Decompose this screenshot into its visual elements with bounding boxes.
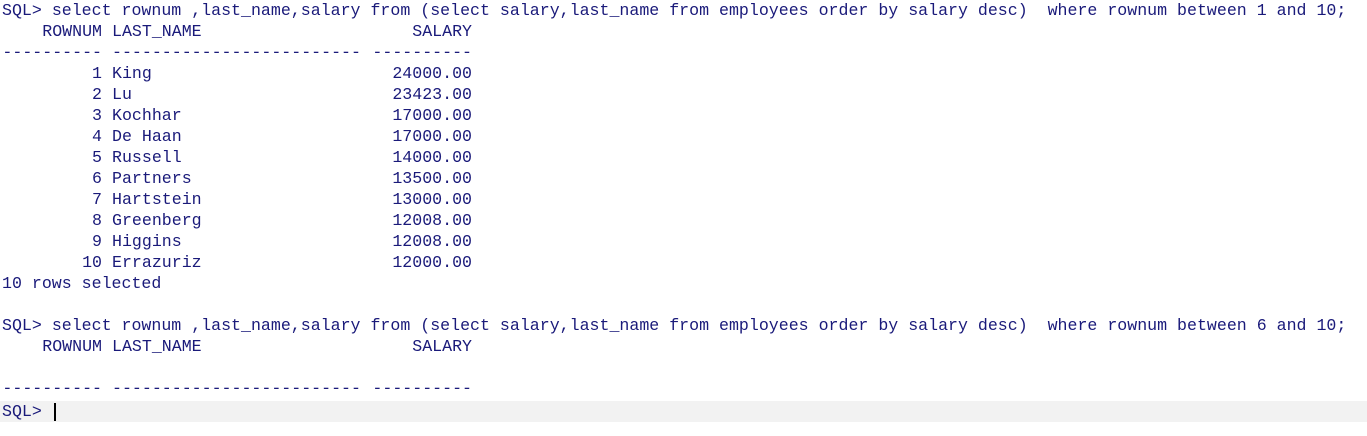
cell-last-name: Greenberg <box>112 211 202 230</box>
column-header-rownum: ROWNUM <box>42 22 102 41</box>
table-row: 3 Kochhar 17000.00 <box>0 105 1367 126</box>
sql-console: SQL> select rownum ,last_name,salary fro… <box>0 0 1367 399</box>
cell-salary: 17000.00 <box>392 106 472 125</box>
table-row: 4 De Haan 17000.00 <box>0 126 1367 147</box>
cell-salary: 17000.00 <box>392 127 472 146</box>
cell-salary: 12008.00 <box>392 211 472 230</box>
separator-rownum: ---------- <box>2 43 102 62</box>
cell-salary: 23423.00 <box>392 85 472 104</box>
prompt-label: SQL> <box>2 1 42 20</box>
prompt-label: SQL> <box>2 402 42 421</box>
header-separator: ---------- -----------------------------… <box>0 378 1367 399</box>
text-cursor <box>53 402 56 421</box>
cell-last-name: Russell <box>112 148 182 167</box>
table-row: 2 Lu 23423.00 <box>0 84 1367 105</box>
command-line-1: SQL> select rownum ,last_name,salary fro… <box>0 0 1367 21</box>
cell-rownum: 1 <box>92 64 102 83</box>
cell-last-name: Lu <box>112 85 132 104</box>
cell-rownum: 10 <box>82 253 102 272</box>
cell-last-name: Higgins <box>112 232 182 251</box>
cell-salary: 24000.00 <box>392 64 472 83</box>
cell-last-name: De Haan <box>112 127 182 146</box>
cell-last-name: Kochhar <box>112 106 182 125</box>
active-prompt-line[interactable]: SQL> <box>0 401 1367 422</box>
column-header-rownum: ROWNUM <box>42 337 102 356</box>
cell-last-name: Partners <box>112 169 192 188</box>
cell-salary: 12000.00 <box>392 253 472 272</box>
cell-rownum: 3 <box>92 106 102 125</box>
column-header-salary: SALARY <box>412 22 472 41</box>
cell-rownum: 5 <box>92 148 102 167</box>
header-separator: ---------- -----------------------------… <box>0 42 1367 63</box>
table-header: ROWNUM LAST_NAME SALARY <box>0 336 1367 357</box>
cell-rownum: 6 <box>92 169 102 188</box>
column-header-last-name: LAST_NAME <box>112 337 202 356</box>
rows-selected-footer: 10 rows selected <box>2 274 162 293</box>
column-header-last-name: LAST_NAME <box>112 22 202 41</box>
separator-rownum: ---------- <box>2 379 102 398</box>
cell-rownum: 7 <box>92 190 102 209</box>
command-text: select rownum ,last_name,salary from (se… <box>51 1 1347 20</box>
cell-last-name: Errazuriz <box>112 253 202 272</box>
cell-rownum: 4 <box>92 127 102 146</box>
table-row: 9 Higgins 12008.00 <box>0 231 1367 252</box>
cell-rownum: 8 <box>92 211 102 230</box>
result-rows: 1 King 24000.00 2 Lu 23423.00 3 Kochhar 17000… <box>0 63 1367 273</box>
prompt-label: SQL> <box>2 316 42 335</box>
separator-last-name: ------------------------- <box>112 43 361 62</box>
cell-last-name: Hartstein <box>112 190 202 209</box>
separator-salary: ---------- <box>372 43 472 62</box>
cell-salary: 14000.00 <box>392 148 472 167</box>
table-row: 5 Russell 14000.00 <box>0 147 1367 168</box>
table-row: 8 Greenberg 12008.00 <box>0 210 1367 231</box>
table-row: 7 Hartstein 13000.00 <box>0 189 1367 210</box>
separator-salary: ---------- <box>372 379 472 398</box>
separator-last-name: ------------------------- <box>112 379 361 398</box>
blank-line <box>0 357 1367 378</box>
cell-rownum: 2 <box>92 85 102 104</box>
command-text: select rownum ,last_name,salary from (se… <box>51 316 1347 335</box>
table-row: 10 Errazuriz 12000.00 <box>0 252 1367 273</box>
cell-salary: 13500.00 <box>392 169 472 188</box>
table-row: 6 Partners 13500.00 <box>0 168 1367 189</box>
command-line-2: SQL> select rownum ,last_name,salary fro… <box>0 315 1367 336</box>
table-row: 1 King 24000.00 <box>0 63 1367 84</box>
cell-salary: 12008.00 <box>392 232 472 251</box>
table-header: ROWNUM LAST_NAME SALARY <box>0 21 1367 42</box>
cell-salary: 13000.00 <box>392 190 472 209</box>
cell-rownum: 9 <box>92 232 102 251</box>
cell-last-name: King <box>112 64 152 83</box>
blank-line <box>0 294 1367 315</box>
column-header-salary: SALARY <box>412 337 472 356</box>
